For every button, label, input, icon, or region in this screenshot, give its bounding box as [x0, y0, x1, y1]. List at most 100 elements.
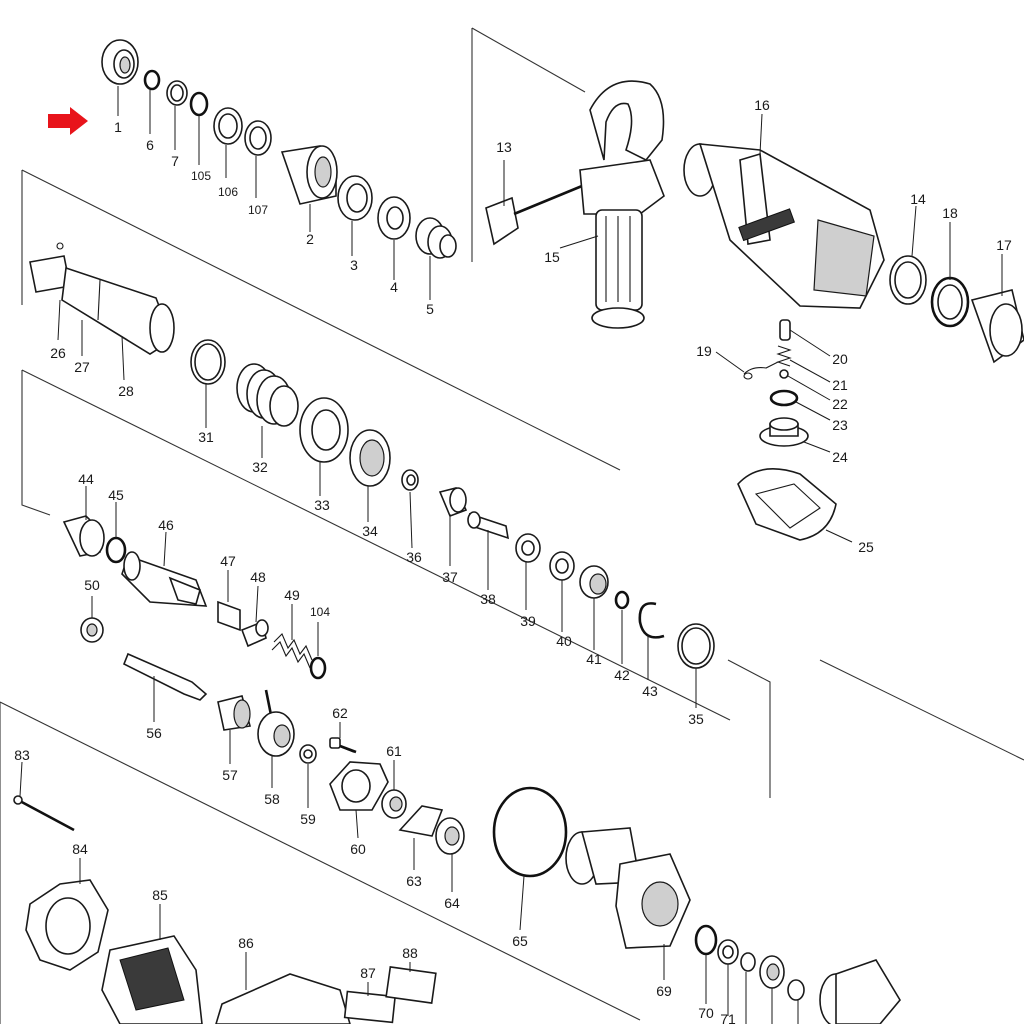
part-40-ring	[549, 551, 575, 632]
callout-85: 85	[152, 887, 168, 903]
part-70-o-ring	[694, 924, 718, 1004]
part-3-ring	[337, 175, 373, 256]
part-43-circlip	[638, 602, 665, 680]
part-62-screw	[329, 722, 357, 754]
part-24-selector-knob	[759, 417, 831, 453]
callout-15: 15	[544, 249, 560, 265]
callout-6: 6	[146, 137, 154, 153]
part-21-spring	[776, 345, 831, 383]
part-73-bearing	[759, 955, 785, 1024]
part-16-housing	[683, 113, 885, 309]
part-15-side-handle	[559, 80, 665, 329]
callout-24: 24	[832, 449, 848, 465]
callout-105: 105	[191, 169, 211, 183]
callout-19: 19	[696, 343, 712, 359]
part-42-o-ring	[614, 590, 630, 664]
callout-49: 49	[284, 587, 300, 603]
part-5-seal	[415, 217, 457, 300]
part-87-label	[343, 982, 397, 1024]
part-71-washer	[717, 939, 739, 1016]
part-4-washer	[377, 196, 411, 280]
callout-65: 65	[512, 933, 528, 949]
callout-40: 40	[556, 633, 572, 649]
part-41-bushing	[579, 565, 609, 650]
part-61-bearing	[381, 760, 407, 819]
callout-2: 2	[306, 231, 314, 247]
part-60-bearing-holder	[329, 761, 389, 839]
part-72-bushing	[740, 952, 756, 1024]
callout-14: 14	[910, 191, 926, 207]
part-18-retaining-ring	[930, 222, 970, 328]
part-38-pin	[467, 511, 510, 590]
callout-61: 61	[386, 743, 402, 759]
callout-22: 22	[832, 396, 848, 412]
callout-42: 42	[614, 667, 630, 683]
part-1-cap	[101, 39, 139, 116]
part-6-ring	[143, 69, 161, 134]
part-14-ring	[889, 205, 927, 305]
part-32-spring	[236, 363, 299, 458]
part-48-bushing	[240, 585, 269, 648]
callout-88: 88	[402, 945, 418, 961]
callout-31: 31	[198, 429, 214, 445]
part-44-coupling	[62, 486, 105, 557]
callout-71: 71	[720, 1011, 736, 1024]
part-2-sleeve	[280, 145, 338, 232]
part-65-o-ring	[492, 786, 568, 931]
part-17-bushing	[970, 254, 1024, 364]
callout-41: 41	[586, 651, 602, 667]
callout-86: 86	[238, 935, 254, 951]
callout-64: 64	[444, 895, 460, 911]
part-34-ring	[349, 429, 391, 522]
callout-39: 39	[520, 613, 536, 629]
callout-63: 63	[406, 873, 422, 889]
part-45-o-ring	[105, 502, 127, 564]
callout-13: 13	[496, 139, 512, 155]
callout-104: 104	[310, 605, 330, 619]
part-22-ball	[779, 369, 831, 401]
part-46-shaft	[121, 531, 208, 607]
part-105-clip	[189, 91, 209, 165]
part-69-gear-housing	[565, 827, 691, 980]
assembly-frames	[0, 27, 1024, 1024]
callout-18: 18	[942, 205, 958, 221]
callout-25: 25	[858, 539, 874, 555]
part-19-spring-clip	[715, 351, 779, 380]
callout-3: 3	[350, 257, 358, 273]
part-57-needle-bearing	[217, 695, 252, 764]
callout-34: 34	[362, 523, 378, 539]
part-47-lock-plate	[217, 570, 241, 632]
callout-70: 70	[698, 1005, 714, 1021]
callout-21: 21	[832, 377, 848, 393]
callout-35: 35	[688, 711, 704, 727]
callout-56: 56	[146, 725, 162, 741]
callout-27: 27	[74, 359, 90, 375]
part-104-o-ring	[309, 622, 327, 680]
callout-47: 47	[220, 553, 236, 569]
callout-32: 32	[252, 459, 268, 475]
callout-59: 59	[300, 811, 316, 827]
callout-38: 38	[480, 591, 496, 607]
red-arrow-indicator	[48, 107, 88, 135]
callout-62: 62	[332, 705, 348, 721]
callout-36: 36	[406, 549, 422, 565]
callout-43: 43	[642, 683, 658, 699]
part-83-screw	[13, 761, 75, 832]
part-75-fan	[819, 959, 901, 1024]
callout-37: 37	[442, 569, 458, 585]
part-106-washer	[213, 107, 243, 178]
part-26-27-28-cylinder	[29, 242, 175, 381]
part-49-spring	[271, 604, 313, 669]
callout-107: 107	[248, 203, 268, 217]
callout-4: 4	[390, 279, 398, 295]
part-74-washer	[787, 979, 805, 1024]
part-25-cover	[737, 468, 853, 543]
part-13-bolt	[485, 160, 583, 246]
callout-1: 1	[114, 119, 122, 135]
callout-50: 50	[84, 577, 100, 593]
part-50-bearing	[80, 596, 104, 643]
callout-87: 87	[360, 965, 376, 981]
part-56-spindle	[122, 652, 208, 722]
part-58-wobble-bearing	[257, 689, 295, 788]
